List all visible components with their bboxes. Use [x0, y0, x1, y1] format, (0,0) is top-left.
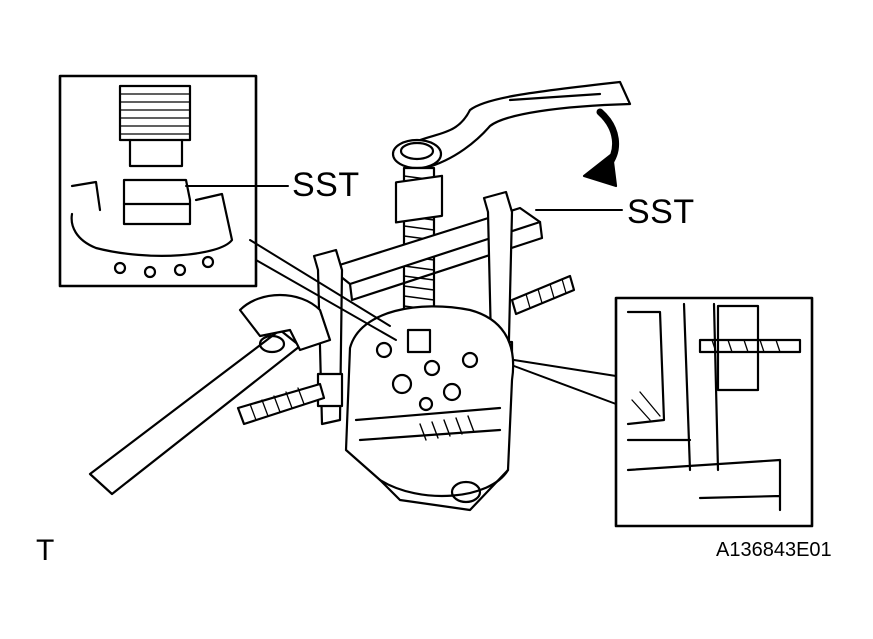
rotation-arrow: [582, 108, 620, 188]
callout-lines: [185, 185, 623, 405]
corner-mark: T: [36, 534, 55, 567]
figure-code: A136843E01: [716, 539, 832, 561]
sst-callout-label-upper: SST: [292, 166, 360, 204]
sst-callout-label-right: SST: [627, 193, 695, 231]
shaft-tip: [406, 328, 432, 354]
adjustable-wrench: [88, 293, 332, 496]
wrench: [391, 80, 632, 170]
inset-right: [614, 296, 814, 528]
alternator: [344, 305, 515, 512]
side-bolts: [236, 274, 576, 426]
inset-upper-left: [58, 74, 258, 288]
